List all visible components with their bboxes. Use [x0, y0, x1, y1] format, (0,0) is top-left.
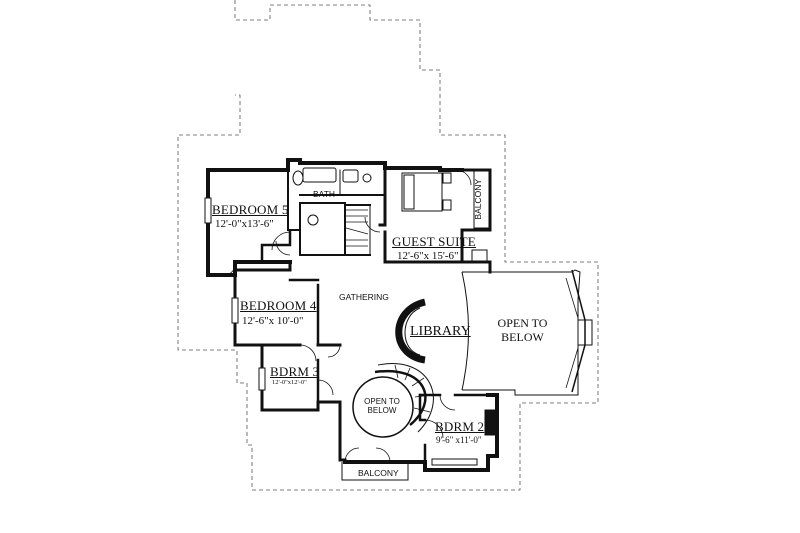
lower-balcony-rail	[341, 462, 409, 481]
guest-suite-label: GUEST SUITE	[392, 234, 476, 249]
open-to-below-right-line2: BELOW	[501, 329, 544, 344]
bdrm3-dims: 12'-0"x12'-0"	[272, 379, 307, 386]
stair-treads	[345, 209, 369, 247]
open-to-below-right-line1: OPEN TO	[497, 316, 548, 330]
open-to-below-right-label: OPEN TO BELOW	[490, 316, 555, 345]
balcony-upper-label: BALCONY	[473, 178, 484, 220]
gathering-label: GATHERING	[339, 292, 389, 302]
open-to-below-bay	[461, 269, 593, 396]
open-to-below-stair-line1: OPEN TO	[364, 397, 400, 406]
bdrm2-label: BDRM 2	[435, 419, 485, 434]
bath-fixtures	[292, 167, 372, 226]
open-to-below-stair-line2: BELOW	[367, 406, 397, 416]
bdrm2-dims: 9'-6" x11'-0"	[436, 435, 482, 445]
bedroom4-label: BEDROOM 4	[240, 298, 317, 313]
windows	[204, 197, 478, 466]
spiral-stair	[352, 363, 434, 438]
bedroom4-dims: 12'-6"x 10'-0"	[242, 315, 304, 327]
bdrm3-label: BDRM 3	[270, 364, 320, 379]
bath-label: BATH	[313, 189, 336, 199]
roof-outline	[177, 0, 599, 491]
open-to-below-stair-label: OPEN TO BELOW	[356, 397, 408, 415]
guest-suite-dims: 12'-6"x 15'-6"	[397, 250, 459, 262]
bedroom5-dims: 12'-0"x13'-6"	[215, 218, 274, 230]
library-label: LIBRARY	[410, 324, 471, 339]
door-swings	[221, 169, 472, 463]
library-wall	[395, 298, 427, 364]
guest-bed	[401, 172, 488, 263]
walls	[206, 158, 499, 472]
bedroom5-label: BEDROOM 5	[212, 202, 289, 217]
balcony-lower-label: BALCONY	[358, 468, 399, 478]
